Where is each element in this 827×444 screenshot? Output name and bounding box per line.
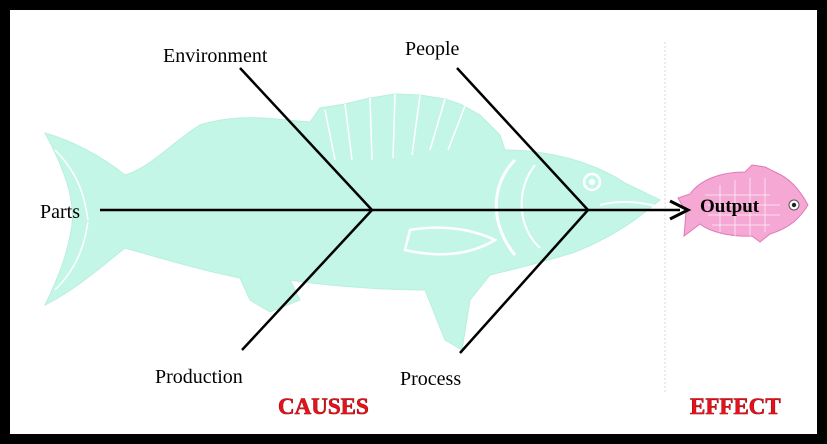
- bone-people: [456, 67, 589, 211]
- small-fish-body: [677, 164, 809, 243]
- spine-arrowhead: [669, 199, 692, 221]
- bone-production: [241, 209, 373, 351]
- bone-environment: [239, 67, 373, 211]
- fishbone-lines: [100, 67, 692, 354]
- small-fish-illustration: [677, 164, 809, 243]
- large-fish-body: [43, 93, 661, 351]
- bone-process: [459, 209, 589, 354]
- large-fish-dorsal-rays: [324, 93, 466, 161]
- label-environment: Environment: [163, 45, 268, 67]
- large-fish-pupil: [589, 179, 595, 185]
- small-fish-scales: [705, 178, 780, 236]
- label-parts: Parts: [40, 201, 80, 223]
- label-process: Process: [400, 368, 461, 390]
- label-output: Output: [700, 196, 760, 217]
- heading-causes: CAUSES: [278, 394, 369, 419]
- heading-effect: EFFECT: [690, 394, 781, 419]
- large-fish-gill-2: [520, 164, 541, 249]
- large-fish-mouth: [599, 201, 656, 207]
- large-fish-gill: [494, 158, 517, 256]
- label-people: People: [405, 38, 460, 60]
- small-fish-pupil: [791, 202, 797, 208]
- large-fish-tail-lines: [54, 149, 89, 291]
- large-fish-illustration: [43, 93, 661, 351]
- large-fish-pectoral-fin: [403, 226, 498, 256]
- label-production: Production: [155, 366, 243, 388]
- large-fish-eye: [582, 172, 602, 192]
